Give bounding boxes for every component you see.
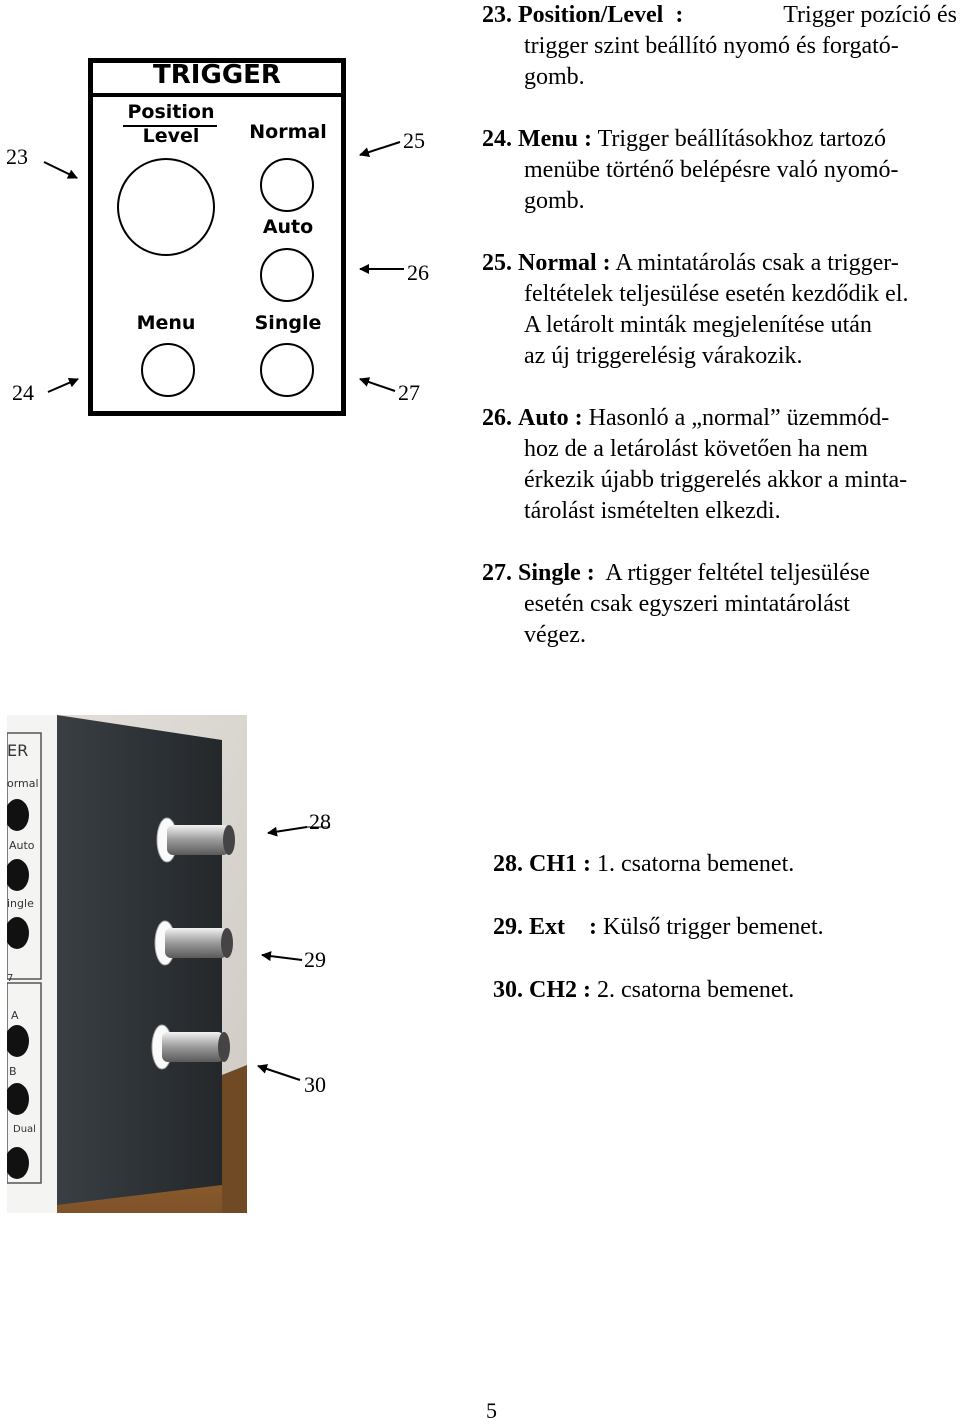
arrow-23 <box>43 161 78 179</box>
arrow-25 <box>359 141 401 157</box>
item-23: 23. Position/Level : Trigger pozíció és … <box>482 0 957 93</box>
item-23-num: 23. <box>482 2 512 28</box>
item-26-name: Auto <box>518 405 569 431</box>
photo-label-a: A <box>11 1009 19 1022</box>
panel-title-underline <box>93 93 341 97</box>
single-button <box>260 343 314 397</box>
item-25-name: Normal <box>518 250 597 276</box>
item-25-sep: : <box>602 250 611 276</box>
input-29-num: 29. <box>493 914 523 940</box>
callout-24: 24 <box>12 380 34 405</box>
device-photo: ER ormal Auto ingle 7 A B Dual <box>7 715 247 1213</box>
bnc-connector-ch2 <box>151 1024 230 1070</box>
item-26-line3: érkezik újabb triggerelés akkor a minta- <box>524 467 908 493</box>
item-23-line1: Trigger pozíció és <box>783 2 957 28</box>
item-25-line3: A letárolt minták megjelenítése után <box>524 312 872 338</box>
auto-label: Auto <box>262 216 314 238</box>
photo-label-auto: Auto <box>9 839 35 852</box>
item-24-line3: gomb. <box>524 188 585 214</box>
device-photo-drawing <box>7 715 247 1213</box>
input-30-num: 30. <box>493 977 523 1003</box>
arrow-28 <box>267 826 308 837</box>
callout-23: 23 <box>6 144 28 169</box>
item-27-line2: esetén csak egyszeri mintatárolást <box>524 591 850 617</box>
item-26: 26. Auto : Hasonló a „normal” üzemmód- h… <box>482 403 957 527</box>
photo-label-title: ER <box>7 741 29 760</box>
callout-29: 29 <box>304 947 326 972</box>
arrow-29 <box>261 951 303 962</box>
item-23-line3: gomb. <box>524 64 585 90</box>
input-29-text: Külső trigger bemenet. <box>603 914 824 940</box>
callout-25: 25 <box>403 128 425 153</box>
arrow-27 <box>359 377 396 392</box>
arrow-30 <box>257 1064 301 1081</box>
trigger-panel-diagram: TRIGGER Position Level Normal Auto Menu … <box>88 58 346 416</box>
menu-label: Menu <box>136 312 196 334</box>
normal-label: Normal <box>249 121 327 143</box>
photo-label-normal: ormal <box>7 777 39 790</box>
photo-label-seven: 7 <box>7 973 14 984</box>
item-27-name: Single <box>518 560 581 586</box>
input-29-sep: : <box>589 914 597 940</box>
item-24-line1: Trigger beállításokhoz tartozó <box>597 126 886 152</box>
page-number: 5 <box>486 1398 497 1423</box>
menu-button <box>141 343 195 397</box>
item-23-sep: : <box>675 2 684 28</box>
callout-28: 28 <box>309 809 331 834</box>
item-27-line3: végez. <box>524 622 586 648</box>
item-24-sep: : <box>584 126 592 152</box>
item-27-num: 27. <box>482 560 512 586</box>
callout-26: 26 <box>407 260 429 285</box>
input-28: 28. CH1 : 1. csatorna bemenet. <box>493 851 794 877</box>
item-27-sep: : <box>586 560 595 586</box>
position-label-underline <box>123 125 217 127</box>
item-25-line4: az új triggerelésig várakozik. <box>524 343 803 369</box>
input-28-name: CH1 <box>529 851 577 877</box>
photo-label-dual: Dual <box>13 1124 36 1135</box>
item-26-line2: hoz de a letárolást követően ha nem <box>524 436 868 462</box>
item-26-sep: : <box>574 405 583 431</box>
bnc-connector-ext <box>154 920 233 966</box>
item-25-line2: feltételek teljesülése esetén kezdődik e… <box>524 281 909 307</box>
input-28-sep: : <box>583 851 591 877</box>
item-24-line2: menübe történő belépésre való nyomó- <box>524 157 899 183</box>
item-24-num: 24. <box>482 126 512 152</box>
item-26-line4: tárolást ismételten elkezdi. <box>524 498 781 524</box>
callout-27: 27 <box>398 380 420 405</box>
item-27-line1: A rtigger feltétel teljesülése <box>605 560 870 586</box>
item-25-line1: A mintatárolás csak a trigger- <box>615 250 899 276</box>
item-26-line1: Hasonló a „normal” üzemmód- <box>588 405 890 431</box>
single-label: Single <box>254 312 322 334</box>
arrow-24 <box>47 377 79 393</box>
input-30-text: 2. csatorna bemenet. <box>597 977 795 1003</box>
item-24-name: Menu <box>518 126 578 152</box>
auto-button <box>260 248 314 302</box>
position-label: Position <box>127 101 215 123</box>
input-30: 30. CH2 : 2. csatorna bemenet. <box>493 977 794 1003</box>
level-label: Level <box>142 125 200 147</box>
input-29: 29. Ext : Külső trigger bemenet. <box>493 914 824 940</box>
input-28-text: 1. csatorna bemenet. <box>597 851 795 877</box>
photo-label-b: B <box>9 1065 17 1078</box>
item-24: 24. Menu : Trigger beállításokhoz tartoz… <box>482 124 957 217</box>
item-23-name: Position/Level <box>518 2 664 28</box>
panel-title: TRIGGER <box>153 60 281 90</box>
item-23-line2: trigger szint beállító nyomó és forgató- <box>524 33 899 59</box>
item-26-num: 26. <box>482 405 512 431</box>
input-29-name: Ext <box>529 914 565 940</box>
input-30-name: CH2 <box>529 977 577 1003</box>
item-25: 25. Normal : A mintatárolás csak a trigg… <box>482 248 957 372</box>
callout-30: 30 <box>304 1072 326 1097</box>
input-28-num: 28. <box>493 851 523 877</box>
item-25-num: 25. <box>482 250 512 276</box>
normal-button <box>260 158 314 212</box>
position-level-knob <box>117 158 215 256</box>
bnc-connector-ch1 <box>156 817 235 863</box>
item-27: 27. Single : A rtigger feltétel teljesül… <box>482 558 957 651</box>
photo-label-single: ingle <box>7 897 34 910</box>
input-30-sep: : <box>583 977 591 1003</box>
